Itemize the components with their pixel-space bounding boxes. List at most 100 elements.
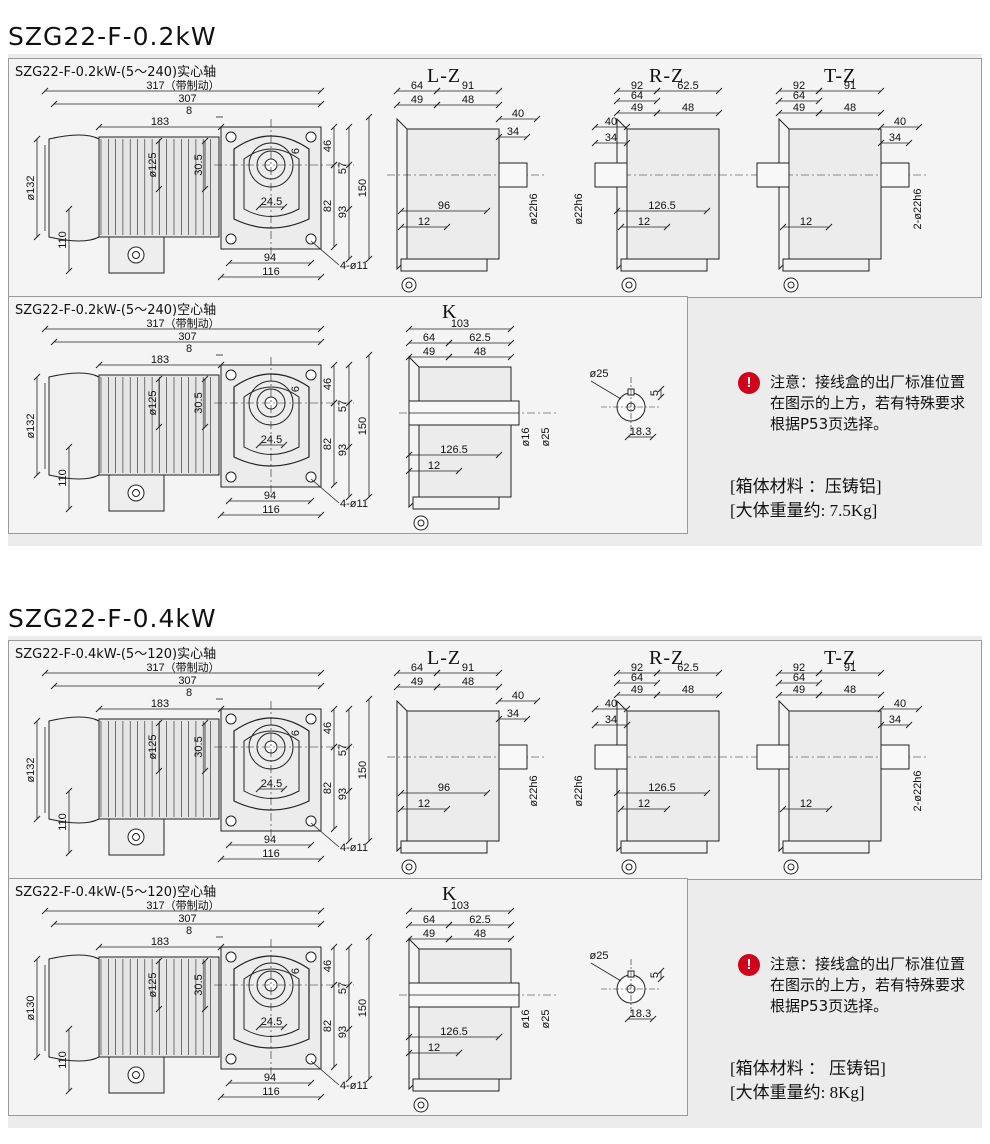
drawing-line bbox=[217, 123, 225, 131]
drawing-line bbox=[775, 679, 783, 687]
drawing-line bbox=[95, 943, 103, 951]
weight-spec: [大体重量约: 7.5Kg] bbox=[730, 501, 878, 520]
dimension-label: 92 bbox=[631, 662, 643, 674]
dimension-label: 2-ø22h6 bbox=[912, 189, 924, 230]
drawing-line bbox=[65, 1025, 73, 1033]
drawing-line bbox=[50, 100, 58, 108]
drawing-line bbox=[345, 743, 353, 751]
dimension-label: ø25 bbox=[540, 428, 552, 447]
dimension-label: 40 bbox=[605, 116, 617, 128]
dimension-label: 34 bbox=[889, 714, 901, 726]
drawing-line bbox=[613, 109, 621, 117]
drawing-line bbox=[445, 353, 453, 361]
dimension-label: 46 bbox=[322, 140, 334, 152]
drawing-line bbox=[365, 113, 373, 121]
mount-hole bbox=[305, 369, 317, 381]
drawing-line bbox=[307, 259, 315, 267]
dimension-label: 40 bbox=[512, 108, 524, 120]
drawing-line bbox=[433, 87, 441, 95]
dimension-label: 8 bbox=[186, 925, 192, 937]
cable-gland-hole bbox=[417, 519, 425, 527]
drawing-line bbox=[815, 691, 823, 699]
flange-edge bbox=[778, 699, 790, 853]
dimension-label: 183 bbox=[151, 698, 169, 710]
drawing-line bbox=[307, 841, 315, 849]
drawing-line bbox=[280, 1023, 288, 1031]
dimension-label: ø125 bbox=[147, 734, 159, 759]
mount-hole bbox=[305, 1053, 317, 1065]
flange-edge bbox=[778, 117, 790, 271]
dimension-label: 92 bbox=[631, 80, 643, 92]
model-section: SZG22-F-0.4kW SZG22-F-0.4kW-(5～120)实心轴 L… bbox=[0, 582, 990, 1144]
dimension-label: ø25 bbox=[540, 1010, 552, 1029]
fan-cover bbox=[48, 954, 100, 1062]
drawing-line bbox=[663, 805, 671, 813]
dimension-label: 91 bbox=[462, 662, 474, 674]
dimension-label: ø22h6 bbox=[573, 193, 585, 224]
drawing-line bbox=[624, 433, 632, 441]
drawing-line bbox=[815, 679, 823, 687]
dimension-label: 116 bbox=[262, 504, 280, 516]
drawing-line bbox=[155, 185, 163, 193]
mount-hole bbox=[305, 233, 317, 245]
drawing-line bbox=[405, 353, 413, 361]
drawing-line bbox=[591, 705, 599, 713]
drawing-line bbox=[65, 849, 73, 857]
drawing-line bbox=[591, 721, 599, 729]
drawing-line bbox=[317, 87, 325, 95]
drawing-line bbox=[310, 240, 340, 266]
dimension-label: 150 bbox=[357, 761, 369, 779]
drawing-line bbox=[715, 109, 723, 117]
dimension-label: 94 bbox=[264, 834, 276, 846]
base-foot bbox=[782, 840, 870, 854]
dimension-label: 48 bbox=[682, 684, 694, 696]
drawing-line bbox=[507, 907, 515, 915]
dimension-label: 49 bbox=[793, 684, 805, 696]
drawing-line bbox=[255, 1023, 263, 1031]
drawing-line bbox=[201, 1005, 209, 1013]
dimension-label: 317（带制动） bbox=[146, 79, 219, 92]
dimension-label: 5 bbox=[649, 972, 661, 978]
dimension-label: ø22h6 bbox=[528, 775, 540, 806]
gearbox-inner bbox=[243, 386, 300, 455]
drawing-line bbox=[877, 669, 885, 677]
dimension-label: 40 bbox=[894, 116, 906, 128]
drawing-line bbox=[653, 679, 661, 687]
dimension-label: 91 bbox=[844, 80, 856, 92]
dimension-label: 150 bbox=[357, 417, 369, 435]
cable-gland-hole bbox=[405, 281, 413, 289]
drawing-line bbox=[330, 123, 338, 131]
flange-edge bbox=[396, 117, 408, 271]
dimension-label: 82 bbox=[322, 200, 334, 212]
dimension-label: 94 bbox=[264, 1072, 276, 1084]
drawing-line bbox=[280, 785, 288, 793]
drawing-line bbox=[310, 478, 340, 504]
drawing-line bbox=[815, 87, 823, 95]
flange-edge bbox=[408, 355, 420, 509]
drawing-line bbox=[657, 967, 665, 975]
drawing-line bbox=[653, 109, 661, 117]
drawing-line bbox=[483, 207, 491, 215]
drawing-line bbox=[877, 721, 885, 729]
dimension-label: 49 bbox=[631, 684, 643, 696]
fan-cover bbox=[48, 372, 100, 480]
drawing-line bbox=[405, 935, 413, 943]
drawing-line bbox=[307, 1079, 315, 1087]
drawing-line bbox=[365, 255, 373, 263]
dimension-label: 93 bbox=[337, 1026, 349, 1038]
dimension-label: ø132 bbox=[25, 413, 37, 438]
drawing-line bbox=[653, 669, 661, 677]
drawing-line bbox=[225, 1079, 233, 1087]
drawing-line bbox=[775, 669, 783, 677]
drawing-line bbox=[345, 705, 353, 713]
output-shaft bbox=[880, 744, 910, 770]
dimension-label: 40 bbox=[894, 698, 906, 710]
drawing-line bbox=[715, 669, 723, 677]
gearbox-body bbox=[788, 710, 882, 842]
drawing-line bbox=[905, 139, 913, 147]
dimension-label: 183 bbox=[151, 116, 169, 128]
drawing-line bbox=[155, 375, 163, 383]
drawing-line bbox=[345, 123, 353, 131]
housing-material-spec: [箱体材料 ： 压铸铝] bbox=[730, 1059, 886, 1078]
